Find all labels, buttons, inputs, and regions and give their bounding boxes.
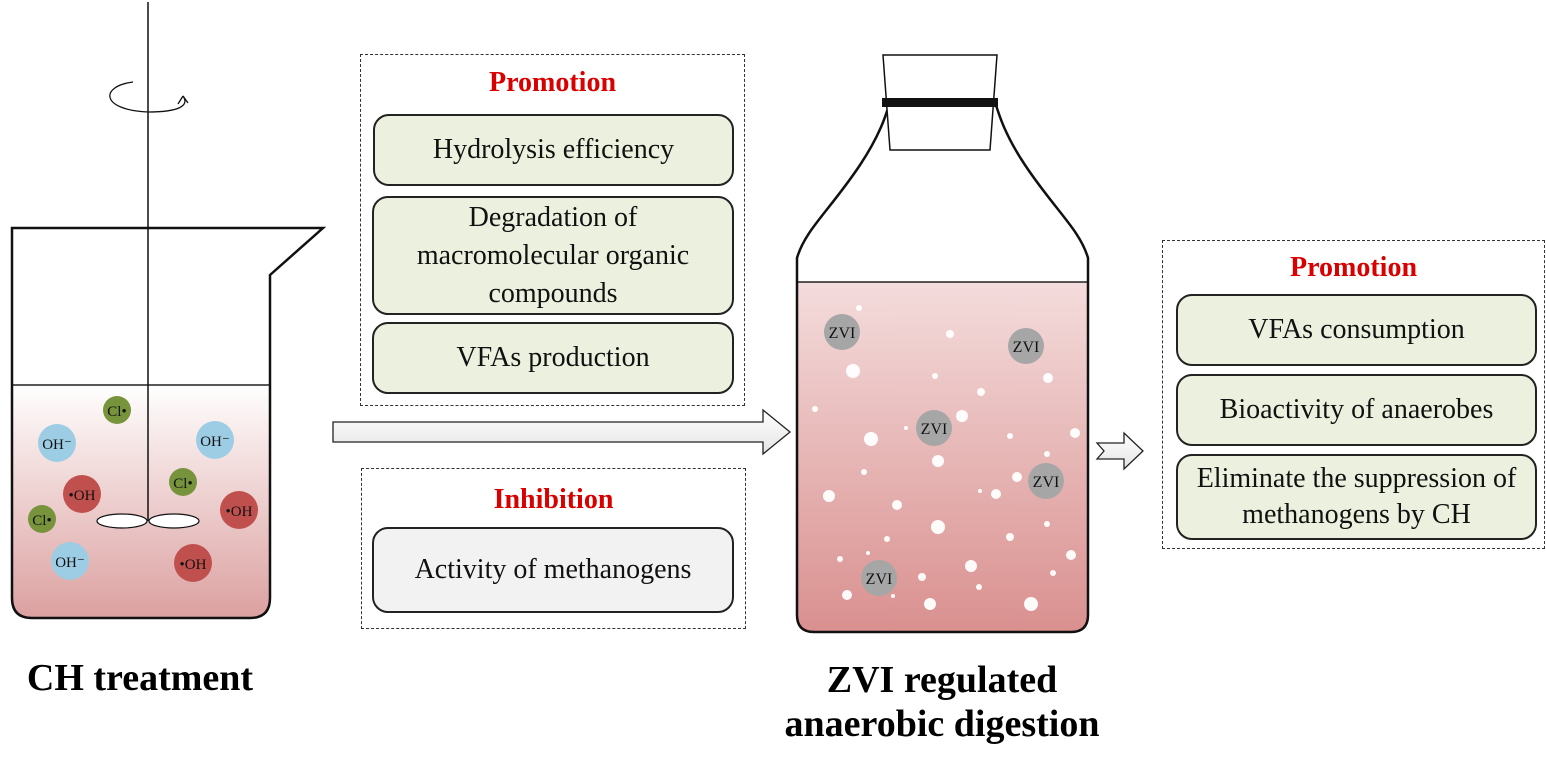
gas-bubble (1043, 373, 1053, 383)
gas-bubble (892, 500, 902, 510)
gas-bubble (965, 560, 977, 572)
gas-bubble (1050, 570, 1056, 576)
beaker-outline (10, 226, 327, 620)
zvi-particle-label: ZVI (829, 325, 856, 342)
hydroxide-ion: OH⁻ (38, 424, 76, 462)
zvi-ad-caption-line2: anaerobic digestion (784, 703, 1100, 745)
hydroxyl-radical: •OH (63, 475, 101, 513)
zvi-particle: ZVI (1008, 328, 1044, 364)
zvi-particle-label: ZVI (921, 421, 948, 438)
gas-bubble (1044, 521, 1050, 527)
gas-bubble (1066, 550, 1076, 560)
stirrer-blade-left (96, 513, 148, 529)
gas-bubble (837, 556, 843, 562)
chlorine-radical: Cl• (169, 468, 197, 496)
gas-bubble (861, 469, 867, 475)
chlorine-radical: Cl• (103, 396, 131, 424)
promotion-box-zvi: Promotion VFAs consumption Bioactivity o… (1162, 240, 1545, 549)
rotation-arrow-icon (109, 81, 186, 113)
promotion-item-degradation: Degradation of macromolecular organic co… (372, 196, 734, 315)
gas-bubble (1007, 433, 1013, 439)
gas-bubble (946, 330, 954, 338)
inhibition-heading: Inhibition (493, 484, 614, 515)
chlorine-radical-label: Cl• (173, 476, 192, 492)
gas-bubble (932, 455, 944, 467)
hydroxide-ion: OH⁻ (51, 542, 89, 580)
promotion-item-hydrolysis: Hydrolysis efficiency (373, 114, 734, 186)
hydroxide-ion-label: OH⁻ (55, 555, 85, 571)
gas-bubble (1044, 451, 1050, 457)
zvi-particles: ZVI ZVI ZVI ZVI ZVI (824, 314, 1064, 596)
gas-bubble (823, 490, 835, 502)
gas-bubble (978, 489, 982, 493)
gas-bubble (991, 489, 1001, 499)
process-arrow-icon (332, 408, 792, 456)
gas-bubble (1024, 597, 1038, 611)
zvi-particle: ZVI (824, 314, 860, 350)
zvi-particle: ZVI (916, 410, 952, 446)
beaker-ions: OH⁻ Cl• OH⁻ Cl• •OH •OH Cl• OH⁻ •OH (28, 396, 258, 582)
result-arrow-icon (1095, 431, 1144, 471)
zvi-ad-caption: ZVI regulated anaerobic digestion (742, 658, 1142, 746)
zvi-particle: ZVI (861, 560, 897, 596)
hydroxyl-radical-label: •OH (69, 488, 96, 504)
bottle-bubbles (812, 305, 1080, 611)
gas-bubble (812, 406, 818, 412)
gas-bubble (1012, 472, 1022, 482)
gas-bubble (904, 426, 908, 430)
promotion-item-eliminate-suppression: Eliminate the suppression of methanogens… (1176, 454, 1537, 540)
hydroxide-ion: OH⁻ (196, 421, 234, 459)
gas-bubble (866, 551, 870, 555)
hydroxyl-radical: •OH (174, 544, 212, 582)
zvi-particle-label: ZVI (1013, 339, 1040, 356)
hydroxide-ion-label: OH⁻ (42, 437, 72, 453)
gas-bubble (956, 410, 968, 422)
bottle-neck-band (882, 98, 998, 107)
gas-bubble (977, 388, 985, 396)
gas-bubble (924, 598, 936, 610)
chlorine-radical: Cl• (28, 505, 56, 533)
gas-bubble (976, 584, 982, 590)
gas-bubble (1070, 428, 1080, 438)
promotion-item-bioactivity: Bioactivity of anaerobes (1176, 374, 1537, 446)
stirrer-blade-right (148, 513, 200, 529)
hydroxyl-radical-label: •OH (180, 557, 207, 573)
gas-bubble (856, 305, 862, 311)
stirrer (96, 2, 200, 529)
hydroxyl-radical: •OH (220, 491, 258, 529)
hydroxide-ion-label: OH⁻ (200, 434, 230, 450)
gas-bubble (1006, 533, 1014, 541)
chlorine-radical-label: Cl• (107, 404, 126, 420)
inhibition-box: Inhibition Activity of methanogens (361, 468, 746, 629)
gas-bubble (932, 373, 938, 379)
gas-bubble (846, 364, 860, 378)
inhibition-item-methanogens: Activity of methanogens (372, 527, 734, 613)
chlorine-radical-label: Cl• (32, 513, 51, 529)
zvi-particle: ZVI (1028, 463, 1064, 499)
ch-treatment-caption: CH treatment (27, 657, 254, 699)
promotion-box-pretreatment: Promotion Hydrolysis efficiency Degradat… (360, 54, 745, 406)
zvi-particle-label: ZVI (1033, 474, 1060, 491)
promotion-heading: Promotion (488, 67, 617, 98)
gas-bubble (864, 432, 878, 446)
bottle-outline (795, 101, 1090, 634)
gas-bubble (891, 594, 895, 598)
promotion-item-vfas-production: VFAs production (372, 322, 734, 394)
gas-bubble (884, 536, 890, 542)
promotion-heading-zvi: Promotion (1289, 252, 1418, 283)
promotion-item-vfas-consumption: VFAs consumption (1176, 294, 1537, 366)
hydroxyl-radical-label: •OH (226, 504, 253, 520)
rotation-arrowhead-icon (177, 95, 189, 105)
zvi-particle-label: ZVI (866, 571, 893, 588)
gas-bubble (842, 590, 852, 600)
bottle-liquid (797, 282, 1088, 632)
gas-bubble (918, 573, 926, 581)
zvi-ad-caption-line1: ZVI regulated (826, 659, 1058, 701)
gas-bubble (931, 520, 945, 534)
bottle (795, 54, 1090, 634)
